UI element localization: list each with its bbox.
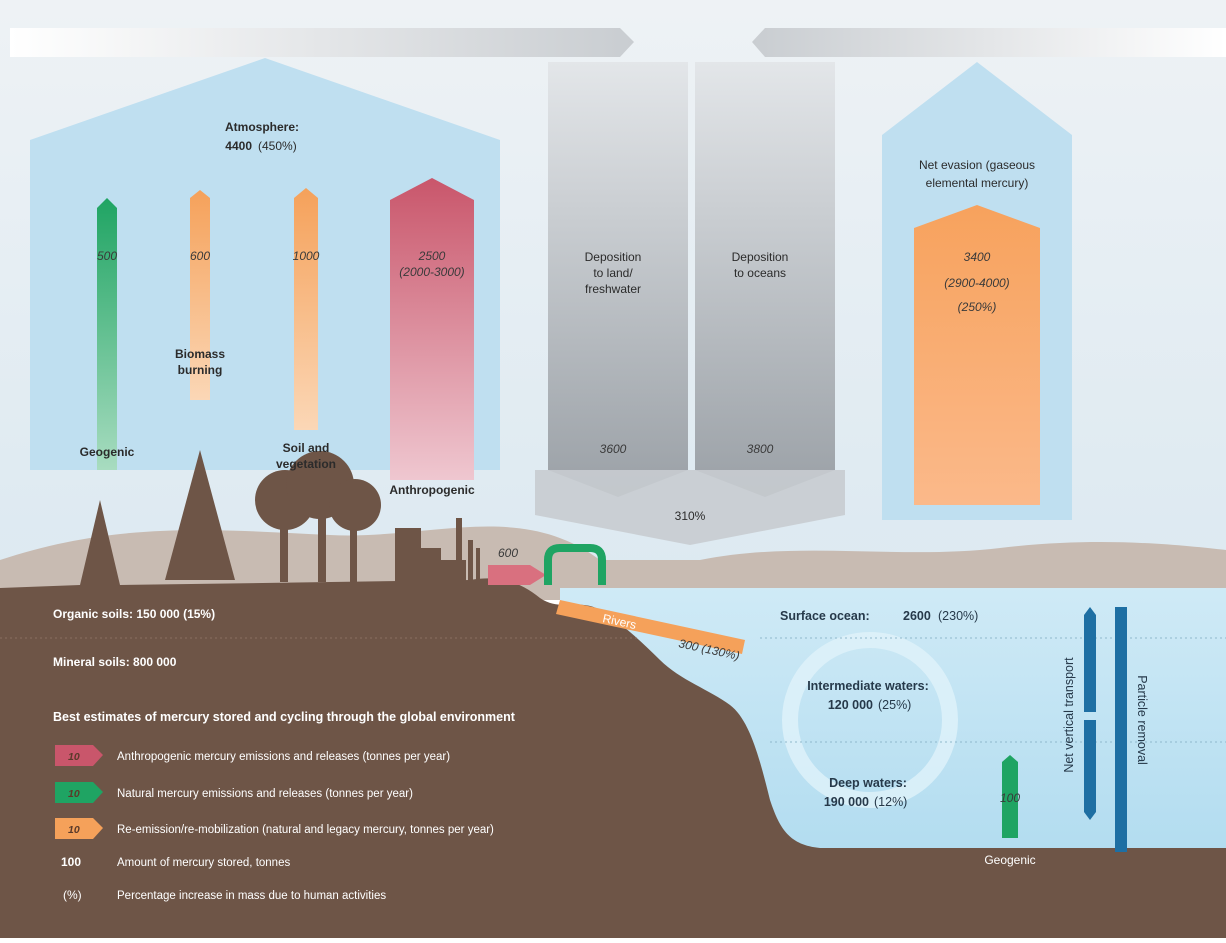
soil-label-1: Soil and [283, 441, 330, 455]
net-vertical-transport-label: Net vertical transport [1062, 657, 1076, 773]
anthropogenic-release-arrow [488, 565, 546, 585]
legend-percent-symbol: (%) [63, 888, 82, 902]
legend-natural-swatch [55, 782, 103, 803]
legend-reemission-symbol: 10 [68, 824, 80, 836]
ocean-geogenic-arrow [1002, 755, 1018, 838]
deep-waters-label: Deep waters: [829, 776, 907, 790]
legend-reemission-text: Re-emission/re-mobilization (natural and… [117, 824, 494, 836]
deposition-ocean-arrow [695, 62, 835, 497]
legend-anthropogenic-text: Anthropogenic mercury emissions and rele… [117, 751, 450, 763]
legend-item-anthropogenic: 10 Anthropogenic mercury emissions and r… [55, 745, 450, 766]
evasion-arrow [914, 205, 1040, 505]
background-hills [0, 526, 1226, 600]
ocean-circulation-ring [782, 632, 958, 808]
atmosphere-increase: (450%) [258, 139, 297, 153]
surface-ocean-value: 2600 [903, 609, 931, 623]
geogenic-label: Geogenic [80, 445, 135, 459]
evasion-value-3: (250%) [958, 300, 997, 314]
deposition-ocean-label-2: to oceans [734, 266, 786, 280]
ocean-geogenic-label: Geogenic [984, 853, 1035, 867]
atmosphere-region [30, 58, 500, 470]
anthropogenic-value-2: (2000-3000) [399, 265, 464, 279]
evasion-label-2: elemental mercury) [926, 176, 1029, 190]
deposition-land-label-1: Deposition [585, 250, 642, 264]
legend-stored-symbol: 100 [61, 855, 81, 869]
rivers-arrow [556, 600, 745, 654]
anthropogenic-release-value: 600 [498, 546, 518, 560]
deposition-ocean-value: 3800 [747, 442, 774, 456]
particle-removal-label: Particle removal [1135, 675, 1149, 765]
surface-ocean-increase: (230%) [938, 609, 978, 623]
biomass-label-2: burning [178, 363, 223, 377]
top-banner-right [752, 28, 1226, 57]
deposition-land-value: 3600 [600, 442, 627, 456]
top-banner-left [10, 28, 634, 57]
legend-item-stored: 100 Amount of mercury stored, tonnes [61, 855, 290, 869]
atmosphere-value: 4400 [225, 139, 252, 153]
factory-icon [395, 518, 480, 584]
trees-vegetation [255, 451, 381, 582]
atmosphere-title: Atmosphere: [225, 120, 299, 134]
particle-removal-bar [1115, 607, 1127, 852]
anthropogenic-value-1: 2500 [418, 249, 446, 263]
ocean-geogenic-value: 100 [1000, 791, 1020, 805]
biomass-arrow [190, 190, 210, 400]
ground [0, 500, 1226, 938]
legend-natural-symbol: 10 [68, 788, 80, 800]
natural-river-loop [544, 544, 606, 585]
intermediate-waters-label: Intermediate waters: [807, 679, 929, 693]
legend-item-natural: 10 Natural mercury emissions and release… [55, 782, 413, 803]
legend-item-percent: (%) Percentage increase in mass due to h… [63, 888, 386, 902]
net-vertical-down-arrow [1084, 720, 1096, 820]
deep-waters-value: 190 000 [824, 795, 869, 809]
evasion-value-1: 3400 [964, 250, 991, 264]
deposition-ocean-label-1: Deposition [732, 250, 789, 264]
organic-soils-label: Organic soils: 150 000 (15%) [53, 607, 215, 621]
legend-item-reemission: 10 Re-emission/re-mobilization (natural … [55, 818, 494, 839]
rivers-label: Rivers [601, 611, 637, 632]
deposition-land-label-3: freshwater [585, 282, 641, 296]
anthropogenic-arrow [390, 178, 474, 480]
deposition-base [535, 470, 845, 545]
biomass-value: 600 [190, 249, 210, 263]
legend-reemission-swatch [55, 818, 103, 839]
legend-anthropogenic-symbol: 10 [68, 751, 80, 763]
soil-value: 1000 [293, 249, 320, 263]
legend-percent-text: Percentage increase in mass due to human… [117, 890, 386, 902]
geogenic-value: 500 [97, 249, 117, 263]
geogenic-arrow [97, 198, 117, 470]
evasion-label-1: Net evasion (gaseous [919, 158, 1035, 172]
surface-ocean-label: Surface ocean: [780, 609, 870, 623]
evasion-value-2: (2900-4000) [944, 276, 1009, 290]
deep-waters-increase: (12%) [874, 795, 907, 809]
deposition-land-arrow [548, 62, 688, 497]
legend-natural-text: Natural mercury emissions and releases (… [117, 788, 413, 800]
legend-stored-text: Amount of mercury stored, tonnes [117, 857, 290, 869]
soil-label-2: vegetation [276, 457, 336, 471]
legend-anthropogenic-swatch [55, 745, 103, 766]
deposition-increase: 310% [675, 509, 706, 523]
deposition-land-label-2: to land/ [593, 266, 633, 280]
tree-biomass [165, 450, 235, 580]
intermediate-waters-increase: (25%) [878, 698, 911, 712]
net-vertical-up-arrow [1084, 607, 1096, 712]
anthropogenic-label: Anthropogenic [389, 483, 475, 497]
biomass-label-1: Biomass [175, 347, 225, 361]
intermediate-waters-value: 120 000 [828, 698, 873, 712]
mineral-soils-label: Mineral soils: 800 000 [53, 655, 177, 669]
legend-title: Best estimates of mercury stored and cyc… [53, 710, 516, 724]
soil-arrow [294, 188, 318, 430]
